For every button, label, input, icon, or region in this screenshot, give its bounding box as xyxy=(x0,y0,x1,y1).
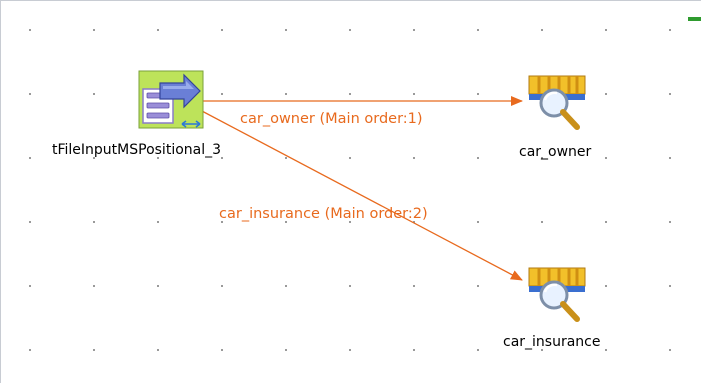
link-car-insurance[interactable]: car_insurance (Main order:2) xyxy=(199,109,523,281)
log-row-viewer-icon xyxy=(528,267,586,322)
component-tfileinputmspositional[interactable] xyxy=(138,70,208,138)
canvas-corner-marker xyxy=(688,17,701,21)
component-tfileinputmspositional-label: tFileInputMSPositional_3 xyxy=(52,142,222,158)
component-car-owner-label: car_owner xyxy=(519,144,592,160)
component-car-insurance-label: car_insurance xyxy=(503,334,601,350)
component-car-insurance[interactable] xyxy=(527,266,589,326)
link-car-insurance-label[interactable]: car_insurance (Main order:2) xyxy=(219,206,428,222)
link-car-owner[interactable]: car_owner (Main order:1) xyxy=(200,96,523,127)
link-car-insurance-line[interactable] xyxy=(199,109,523,281)
link-car-owner-label[interactable]: car_owner (Main order:1) xyxy=(240,111,423,127)
component-car-owner[interactable] xyxy=(527,74,589,134)
log-row-viewer-icon xyxy=(528,75,586,130)
file-input-positional-icon xyxy=(138,70,204,129)
